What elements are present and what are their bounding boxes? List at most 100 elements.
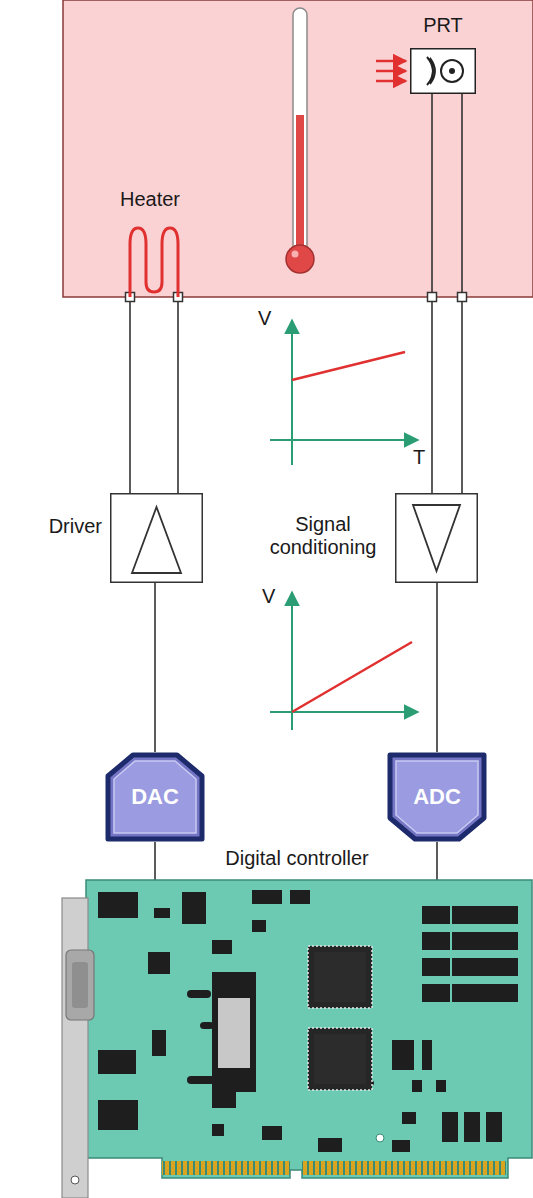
controller-board-shape-part [252,890,282,904]
wire [154,583,156,752]
component-label: Digital controller [62,847,532,870]
terminals-part [458,293,467,302]
controller-board-shape-part [422,906,518,924]
wire [177,297,179,493]
controller-board-shape-part [314,952,366,1002]
radiation-arrows-part [376,80,406,83]
controller-board-shape-part [376,1134,384,1142]
driver-amplifier: Driver [110,493,203,583]
dac-converter: DAC [105,752,205,842]
thermometer [286,8,314,273]
controller-board-shape-part [187,990,211,998]
signal-conditioning-amplifier-shape-part [413,505,460,571]
controller-board-shape-part [422,1040,432,1070]
heater-coil: Heater [112,222,187,297]
heater-coil-shape-part [130,228,178,297]
controller-board-shape-part [450,906,452,1002]
prt-sensor: PRT [410,48,476,94]
signal-conditioning-amplifier-shape-part [396,494,478,583]
controller-board-shape-part [154,908,170,918]
axis-label: V [262,586,275,606]
radiation-arrows-part [376,60,406,63]
controller-board-shape-part [318,1138,342,1152]
thermometer-part [292,251,299,258]
controller-board-shape-part [86,880,532,1178]
controller-board-shape-part [252,920,266,932]
controller-board-shape-part [422,932,518,950]
controller-board-shape-part [464,1112,480,1142]
controller-board-shape-part [98,1050,136,1074]
controller-board-shape-part [314,1034,366,1084]
controller-board-shape-part [148,952,170,974]
controller-board-shape-part [212,940,232,954]
wire [436,842,438,880]
controller-board-shape-part [62,898,88,1198]
controller-board-shape-part [308,1028,372,1090]
controller-board-shape-part [212,972,256,1092]
controller-board: Digital controller [62,880,532,1198]
axis-label: T [413,447,425,467]
wire [154,842,156,880]
controller-board-shape-part [71,1176,79,1184]
controller-board-shape-part [187,1076,215,1084]
wire [129,297,131,493]
controller-board-shape-part [402,1112,416,1124]
heater-coil-shape [112,222,187,297]
prt-sensor-shape-part [449,68,455,74]
controller-board-shape-part [66,950,94,1020]
converter-label: DAC [105,752,205,842]
controller-board-shape [62,880,532,1198]
controller-board-shape-part [218,998,250,1068]
conditioned-signal-graph-part [292,642,412,712]
controller-board-shape-part [392,1040,414,1070]
controller-board-shape-part [200,1022,214,1029]
prt-sensor-shape-part [441,60,463,82]
converter-label: ADC [387,752,487,842]
controller-board-shape-part [290,890,310,904]
adc-converter: ADC [387,752,487,842]
axis-label: V [258,308,271,328]
component-label: Driver [8,515,102,538]
signal-conditioning-amplifier: Signal conditioning [395,493,478,583]
controller-board-shape-part [308,946,372,1008]
controller-board-shape-part [412,1080,422,1092]
conditioned-signal-graph [270,592,418,730]
controller-board-shape-part [422,958,518,976]
controller-board-shape-part [162,1161,290,1175]
controller-board-shape-part [72,962,88,1008]
thermometer-part [296,115,304,255]
raw-signal-graph-part [291,320,293,465]
controller-board-shape-part [442,1112,458,1142]
raw-signal-graph [270,320,418,465]
driver-amplifier-shape-part [132,507,181,573]
driver-amplifier-shape [110,493,203,583]
raw-signal-graph-part [270,439,418,441]
component-label: Signal conditioning [257,513,389,559]
controller-board-shape-part [212,1124,224,1136]
controller-board-shape-part [302,1161,506,1175]
prt-sensor-shape [410,48,476,94]
controller-board-shape-part [98,892,138,918]
controller-board-shape-part [486,1112,502,1142]
prt-sensor-shape-part [411,49,476,94]
thermometer-part [286,245,314,273]
controller-board-shape-part [422,984,518,1002]
raw-signal-graph-part [292,352,405,380]
driver-amplifier-shape-part [111,494,203,583]
component-label: PRT [393,14,493,37]
controller-board-shape-part [212,1090,236,1108]
controller-board-shape-part [98,1100,138,1130]
component-label: Heater [100,188,200,211]
conditioned-signal-graph-part [291,592,293,730]
controller-board-shape-part [152,1030,166,1056]
controller-board-shape-part [182,892,206,924]
controller-board-shape-part [262,1126,282,1140]
signal-conditioning-amplifier-shape [395,493,478,583]
radiation-arrows [376,61,406,81]
controller-board-shape-part [392,1140,410,1152]
terminals-part [428,293,437,302]
controller-board-shape-part [436,1080,446,1092]
prt-sensor-shape-part [427,57,433,85]
wire [436,583,438,752]
